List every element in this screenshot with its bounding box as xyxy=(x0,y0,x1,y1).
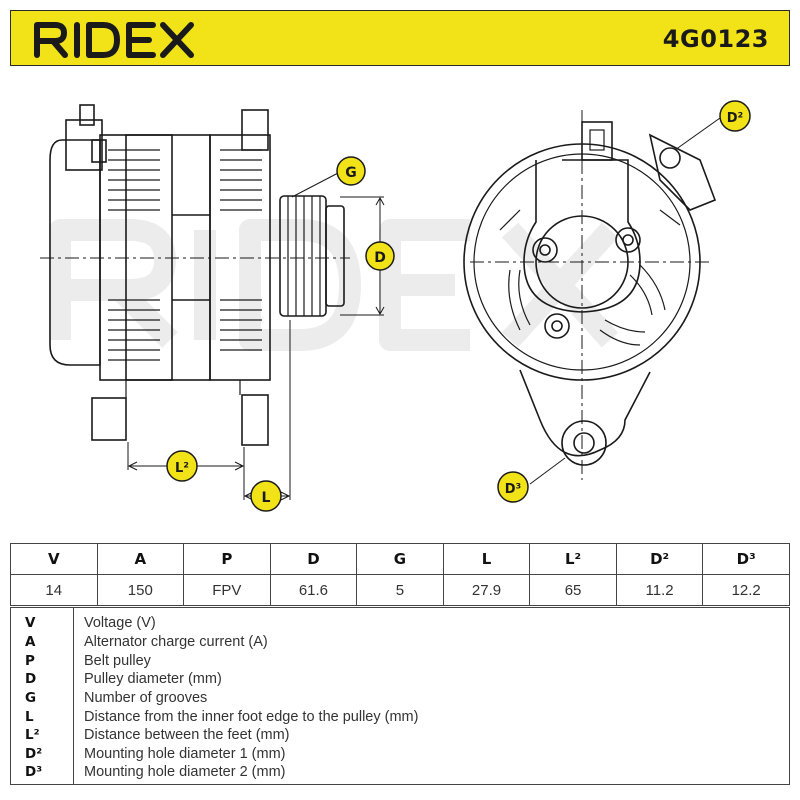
spec-header-cell: D² xyxy=(615,543,704,575)
legend-symbol: D xyxy=(25,671,37,687)
callout-l2: L² xyxy=(166,450,198,482)
alternator-front-view xyxy=(463,110,717,480)
legend-description: Mounting hole diameter 2 (mm) xyxy=(84,764,286,780)
spec-value-cell: 27.9 xyxy=(442,574,531,606)
spec-header-row: V A P D G L L² D² D³ xyxy=(10,543,790,575)
spec-value-cell: 14 xyxy=(10,574,98,606)
svg-text:L²: L² xyxy=(175,461,189,476)
legend-symbol: L² xyxy=(25,727,40,743)
spec-header-cell: P xyxy=(183,543,271,575)
legend-row: P Belt pulley xyxy=(11,652,789,670)
svg-text:G: G xyxy=(345,165,357,181)
legend-description: Mounting hole diameter 1 (mm) xyxy=(84,746,286,762)
ridex-watermark xyxy=(49,219,619,351)
callout-d2: D² xyxy=(719,100,751,132)
legend-description: Distance between the feet (mm) xyxy=(84,727,290,743)
spec-header-cell: V xyxy=(10,543,98,575)
legend-symbol: A xyxy=(25,634,36,650)
legend-description: Number of grooves xyxy=(84,690,208,706)
spec-value-cell: 150 xyxy=(96,574,185,606)
callout-d: D xyxy=(365,241,395,271)
spec-header-cell: D³ xyxy=(702,543,790,575)
header-band: 4G0123 xyxy=(10,10,790,66)
legend-symbol: L xyxy=(25,709,34,725)
callout-d3: D³ xyxy=(497,471,529,503)
svg-text:D³: D³ xyxy=(505,482,522,497)
svg-text:D: D xyxy=(374,250,386,266)
ridex-logo xyxy=(34,22,194,58)
legend-row: V Voltage (V) xyxy=(11,614,789,632)
callout-g: G xyxy=(336,156,366,186)
alternator-technical-drawing: G D D² D³ L² L xyxy=(40,100,751,512)
svg-text:L: L xyxy=(262,490,271,506)
svg-text:D²: D² xyxy=(727,111,744,126)
spec-header-cell: D xyxy=(269,543,358,575)
spec-table: V A P D G L L² D² D³ 14 150 FPV 61.6 5 2… xyxy=(10,543,790,606)
legend-description: Belt pulley xyxy=(84,653,151,669)
spec-value-cell: 12.2 xyxy=(702,574,790,606)
legend-symbol: V xyxy=(25,615,36,631)
legend-symbol: P xyxy=(25,653,35,669)
legend-description: Voltage (V) xyxy=(84,615,156,631)
legend-row: D Pulley diameter (mm) xyxy=(11,670,789,688)
legend-divider xyxy=(73,608,74,784)
legend-row: L Distance from the inner foot edge to t… xyxy=(11,708,789,726)
legend-row: D³ Mounting hole diameter 2 (mm) xyxy=(11,763,789,781)
spec-header-cell: L² xyxy=(529,543,617,575)
legend: V Voltage (V) A Alternator charge curren… xyxy=(10,607,790,785)
spec-header-cell: G xyxy=(356,543,444,575)
callout-l: L xyxy=(250,480,282,512)
spec-value-cell: 11.2 xyxy=(615,574,704,606)
spec-value-cell: 65 xyxy=(529,574,617,606)
alternator-side-view xyxy=(40,104,350,446)
spec-value-row: 14 150 FPV 61.6 5 27.9 65 11.2 12.2 xyxy=(10,574,790,606)
legend-row: L² Distance between the feet (mm) xyxy=(11,726,789,744)
legend-row: D² Mounting hole diameter 1 (mm) xyxy=(11,745,789,763)
spec-value-cell: 5 xyxy=(356,574,444,606)
spec-header-cell: A xyxy=(96,543,185,575)
part-number: 4G0123 xyxy=(662,25,769,53)
legend-symbol: D³ xyxy=(25,764,43,780)
legend-description: Distance from the inner foot edge to the… xyxy=(84,709,419,725)
spec-value-cell: 61.6 xyxy=(269,574,358,606)
legend-row: G Number of grooves xyxy=(11,689,789,707)
legend-symbol: G xyxy=(25,690,37,706)
legend-symbol: D² xyxy=(25,746,43,762)
legend-description: Pulley diameter (mm) xyxy=(84,671,222,687)
legend-row: A Alternator charge current (A) xyxy=(11,633,789,651)
spec-value-cell: FPV xyxy=(183,574,271,606)
spec-header-cell: L xyxy=(442,543,531,575)
legend-description: Alternator charge current (A) xyxy=(84,634,268,650)
